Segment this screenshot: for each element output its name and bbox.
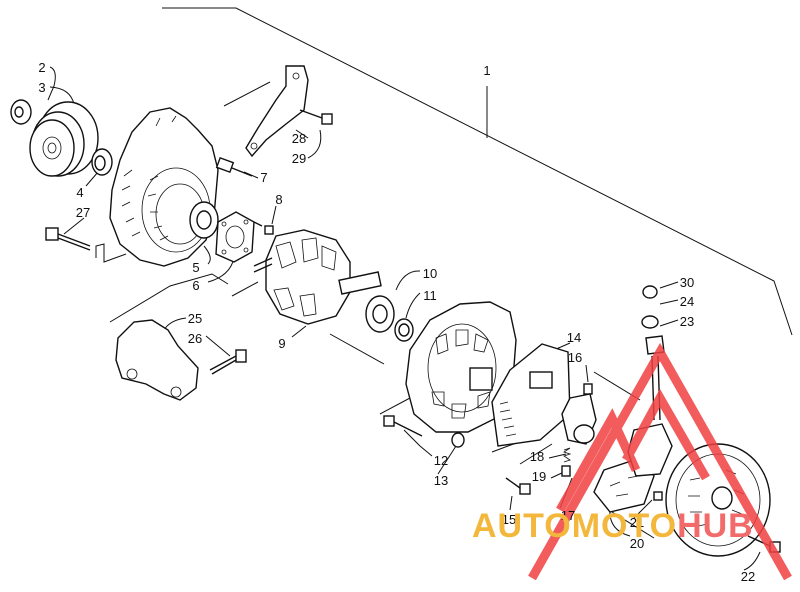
rotor-assembly (253, 229, 382, 325)
callout-27: 27 (76, 205, 90, 220)
part-14-regulator (491, 343, 571, 447)
callout-numbers: 1234567891011121314151617181920212223242… (38, 60, 755, 584)
part-7-bolt (215, 157, 253, 177)
callout-4: 4 (76, 185, 83, 200)
front-housing (109, 107, 219, 267)
part-25-bracket (115, 319, 199, 401)
rear-housing (405, 301, 517, 433)
part-6-retainer-plate (215, 211, 255, 263)
callout-24: 24 (680, 294, 694, 309)
part-8-screw (253, 221, 274, 235)
callout-20: 20 (630, 536, 644, 551)
callout-2: 2 (38, 60, 45, 75)
callout-30: 30 (680, 275, 694, 290)
callout-29: 29 (292, 151, 306, 166)
callout-7: 7 (260, 170, 267, 185)
part-30-nut (642, 285, 658, 299)
callout-9: 9 (278, 336, 285, 351)
end-cover (665, 443, 771, 557)
callout-12: 12 (434, 453, 448, 468)
callout-5: 5 (192, 260, 199, 275)
watermark-logo (528, 342, 792, 581)
part-15-bolt (505, 477, 531, 495)
callout-17: 17 (561, 508, 575, 523)
part-10-bearing (365, 295, 395, 333)
part-4-spacer (91, 148, 113, 176)
part-5-bearing (189, 201, 219, 239)
callout-11: 11 (423, 288, 437, 303)
callout-10: 10 (423, 266, 437, 281)
watermark-text: AUTOMOTOHUB (472, 506, 754, 546)
watermark-word-1: AUTOMOTO (472, 507, 678, 545)
part-27-bolt (45, 227, 91, 251)
part-13-nut (451, 432, 465, 448)
part-3-pulley (29, 101, 99, 177)
callout-25: 25 (188, 311, 202, 326)
callout-28: 28 (292, 131, 306, 146)
callout-23: 23 (680, 314, 694, 329)
callout-16: 16 (568, 350, 582, 365)
callout-1: 1 (483, 63, 490, 78)
callout-15: 15 (502, 512, 516, 527)
watermark-word-2: HUB (677, 507, 754, 545)
part-21-screw (653, 491, 663, 501)
callout-3: 3 (38, 80, 45, 95)
callout-22: 22 (741, 569, 755, 584)
callout-6: 6 (192, 278, 199, 293)
callout-21: 21 (630, 515, 644, 530)
part-29-bolt (299, 109, 333, 125)
part-18-spring (563, 447, 572, 463)
part-26-bolt (209, 349, 247, 375)
callout-13: 13 (434, 473, 448, 488)
part-12-bolt (383, 415, 423, 437)
part-28-bracket (245, 65, 309, 158)
part-24-washer (641, 315, 659, 329)
part-17-brush-holder (561, 393, 597, 445)
callout-18: 18 (530, 449, 544, 464)
part-16-screw (583, 383, 593, 395)
callout-19: 19 (532, 469, 546, 484)
part-19-brush (561, 465, 571, 477)
callout-14: 14 (567, 330, 581, 345)
callout-8: 8 (275, 192, 282, 207)
callout-26: 26 (188, 331, 202, 346)
part-2-nut (10, 99, 32, 125)
assembly-bracket-line (162, 7, 793, 336)
part-11-collar (394, 318, 414, 342)
